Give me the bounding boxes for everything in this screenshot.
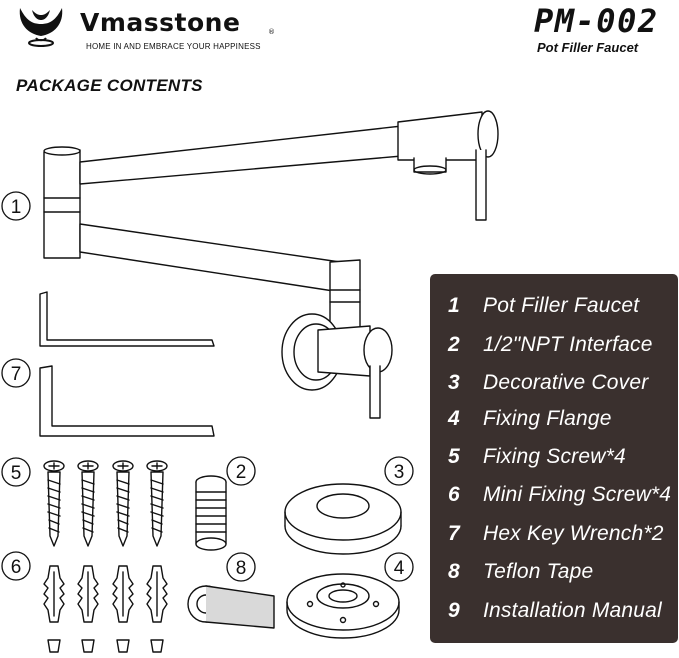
callout-7: 7 (1, 358, 31, 388)
callout-4: 4 (384, 552, 414, 582)
item-label: Hex Key Wrench*2 (483, 522, 664, 545)
item-number: 6 (448, 483, 460, 506)
item-label: Pot Filler Faucet (483, 294, 640, 317)
item-label: Fixing Screw*4 (483, 445, 626, 468)
item-number: 9 (448, 599, 460, 622)
item-number: 8 (448, 560, 460, 583)
callout-3-label: 3 (394, 462, 405, 483)
callout-8: 8 (226, 552, 256, 582)
item-number: 3 (448, 371, 460, 394)
npt-interface-illustration (195, 475, 227, 551)
decorative-cover-illustration (284, 483, 402, 555)
registered-mark: ® (268, 28, 275, 36)
item-number: 7 (448, 522, 460, 545)
list-item: 2 1/2"NPT Interface (430, 327, 678, 363)
callout-2-label: 2 (236, 462, 247, 483)
callout-1-label: 1 (11, 197, 22, 218)
item-label: Mini Fixing Screw*4 (483, 483, 672, 506)
list-item: 5 Fixing Screw*4 (430, 439, 678, 475)
faucet-illustration (43, 110, 499, 419)
list-item: 7 Hex Key Wrench*2 (430, 516, 678, 552)
section-title: PACKAGE CONTENTS (16, 76, 203, 95)
model-number: PM-002 (534, 2, 659, 40)
fixing-screws-illustration (43, 460, 168, 547)
item-label: Installation Manual (483, 599, 662, 622)
callout-7-label: 7 (11, 364, 22, 385)
callout-2: 2 (226, 456, 256, 486)
list-item: 3 Decorative Cover (430, 365, 678, 401)
item-label: Fixing Flange (483, 407, 612, 430)
callout-6-label: 6 (11, 557, 22, 578)
teflon-tape-illustration (187, 585, 275, 629)
product-name: Pot Filler Faucet (537, 40, 639, 55)
callout-5: 5 (1, 457, 31, 487)
item-label: Decorative Cover (483, 371, 649, 394)
callout-6: 6 (1, 551, 31, 581)
callout-1: 1 (1, 191, 31, 221)
item-number: 5 (448, 445, 460, 468)
item-number: 4 (448, 407, 460, 430)
item-number: 1 (448, 294, 460, 317)
callout-4-label: 4 (394, 558, 405, 579)
hex-key-wrench-illustration (39, 291, 215, 437)
item-label: Teflon Tape (483, 560, 594, 583)
package-contents-list: 1 Pot Filler Faucet 2 1/2"NPT Interface … (430, 274, 678, 643)
item-number: 2 (448, 333, 460, 356)
brand-logo-icon (19, 8, 63, 47)
list-item: 4 Fixing Flange (430, 401, 678, 437)
item-label: 1/2"NPT Interface (483, 333, 653, 356)
list-item: 8 Teflon Tape (430, 554, 678, 590)
callout-3: 3 (384, 456, 414, 486)
brand-name: Vmasstone (80, 8, 241, 37)
list-item: 9 Installation Manual (430, 593, 678, 629)
callout-5-label: 5 (11, 463, 22, 484)
fixing-flange-illustration (286, 573, 400, 639)
mini-fixing-screws-illustration (43, 565, 168, 653)
brand-tagline: HOME IN AND EMBRACE YOUR HAPPINESS (86, 42, 261, 51)
callout-8-label: 8 (236, 558, 247, 579)
list-item: 1 Pot Filler Faucet (430, 288, 678, 324)
list-item: 6 Mini Fixing Screw*4 (430, 477, 678, 513)
